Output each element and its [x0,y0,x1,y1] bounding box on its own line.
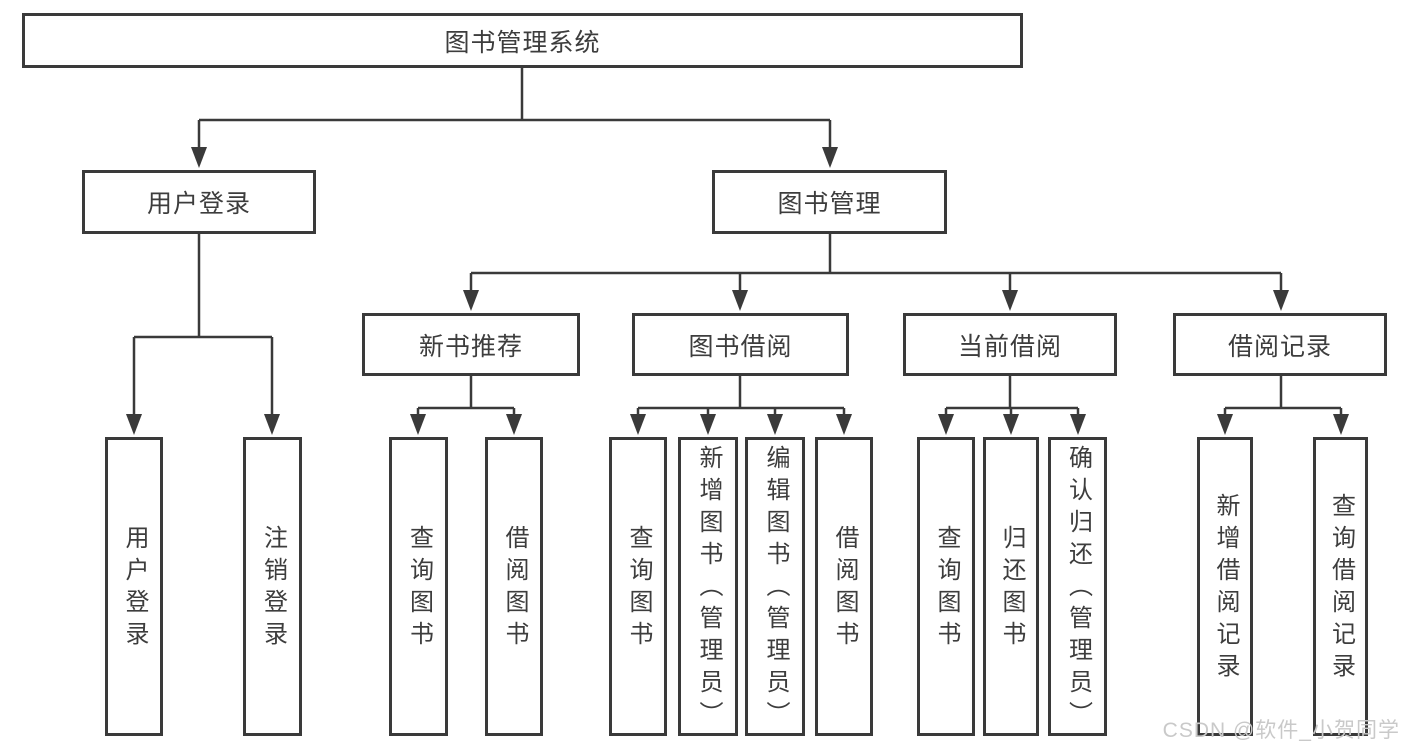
branch-borrow-record [1217,376,1349,435]
arrowhead-icon [264,414,280,435]
arrowhead-icon [767,414,783,435]
node-borrow-record: 借阅记录 [1173,313,1387,376]
branch-root [191,68,838,168]
arrowhead-icon [1070,414,1086,435]
arrowhead-icon [1273,290,1289,311]
branch-current-borrow [938,376,1086,435]
leaf-query-book-3: 查询图书 [917,437,975,736]
node-book-mgmt: 图书管理 [712,170,947,234]
arrowhead-icon [506,414,522,435]
leaf-borrow-book-2: 借阅图书 [815,437,873,736]
node-user-login: 用户登录 [82,170,316,234]
leaf-user-login: 用户登录 [105,437,163,736]
arrowhead-icon [732,290,748,311]
leaf-query-borrow-record: 查询借阅记录 [1313,437,1368,736]
arrowhead-icon [463,290,479,311]
arrowhead-icon [938,414,954,435]
branch-user-login [126,234,280,435]
leaf-confirm-return-admin: 确认归还（管理员） [1048,437,1107,736]
arrowhead-icon [1003,414,1019,435]
arrowhead-icon [822,147,838,168]
leaf-return-book: 归还图书 [983,437,1039,736]
arrowhead-icon [1217,414,1233,435]
branch-book-borrow [630,376,852,435]
arrowhead-icon [1002,290,1018,311]
node-current-borrow: 当前借阅 [903,313,1117,376]
node-root: 图书管理系统 [22,13,1023,68]
node-book-borrow: 图书借阅 [632,313,849,376]
csdn-watermark: CSDN @软件_小贺同学 [1162,719,1400,742]
leaf-edit-book-admin: 编辑图书（管理员） [745,437,805,736]
leaf-add-book-admin: 新增图书（管理员） [678,437,738,736]
leaf-logout: 注销登录 [243,437,302,736]
arrowhead-icon [191,147,207,168]
leaf-query-book-2: 查询图书 [609,437,667,736]
arrowhead-icon [410,414,426,435]
leaf-query-book-1: 查询图书 [389,437,448,736]
branch-new-book-rec [410,376,522,435]
leaf-borrow-book-1: 借阅图书 [485,437,543,736]
leaf-add-borrow-record: 新增借阅记录 [1197,437,1253,736]
arrowhead-icon [630,414,646,435]
arrowhead-icon [1333,414,1349,435]
arrowhead-icon [126,414,142,435]
node-new-book-rec: 新书推荐 [362,313,580,376]
branch-book-mgmt [463,234,1289,311]
arrowhead-icon [836,414,852,435]
arrowhead-icon [700,414,716,435]
